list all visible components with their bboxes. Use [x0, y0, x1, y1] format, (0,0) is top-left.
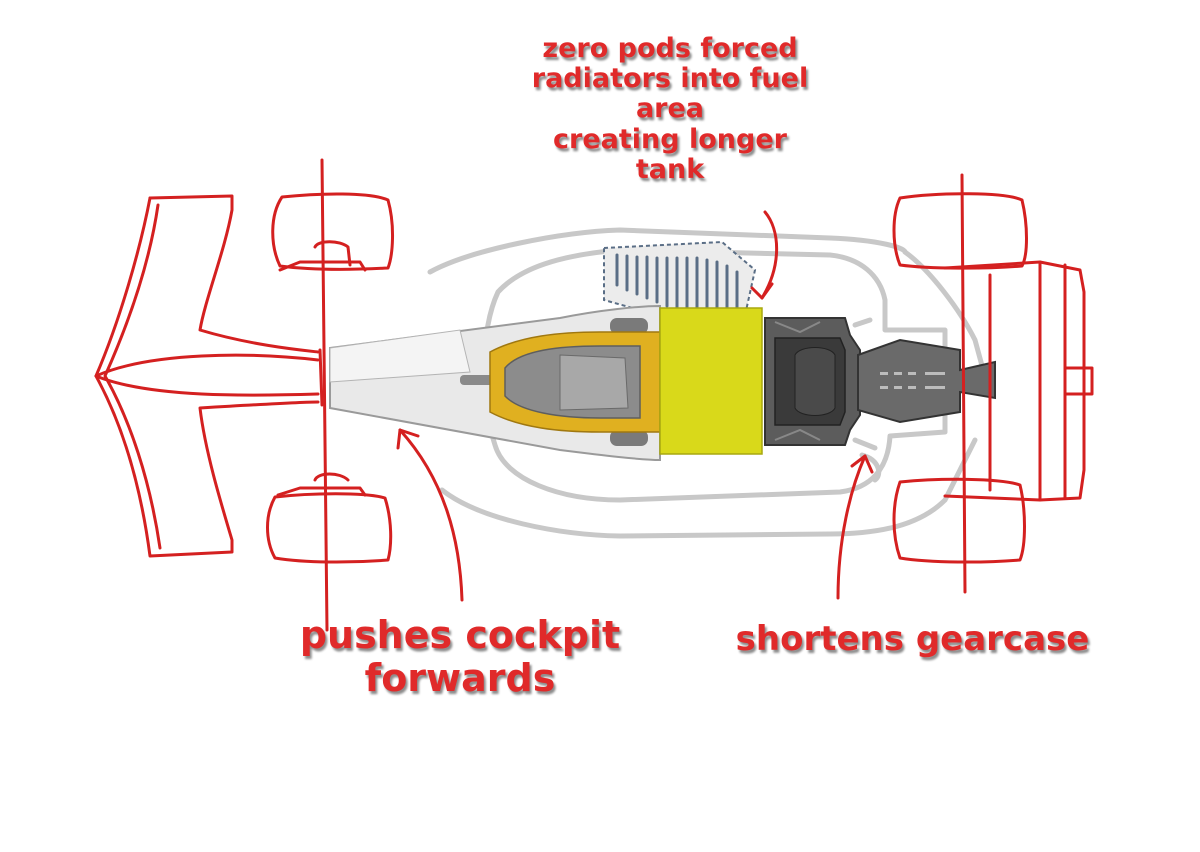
fuel-tank — [659, 307, 763, 455]
annotation-radiators: zero pods forced radiators into fuel are… — [500, 33, 840, 185]
annotation-radiators-line-2: radiators into fuel — [531, 63, 809, 95]
annotation-cockpit-line-1: pushes cockpit — [299, 613, 621, 657]
red-sketch — [94, 158, 1094, 632]
annotation-gearcase: shortens gearcase — [735, 619, 1090, 659]
cockpit — [489, 331, 661, 433]
annotation-radiators-line-4: creating longer — [553, 123, 787, 155]
annotation-cockpit-line-2: forwards — [364, 655, 556, 700]
annotation-radiators-line-1: zero pods forced — [542, 33, 798, 64]
gearbox — [764, 317, 996, 446]
annotation-cockpit: pushes cockpit forwards — [270, 614, 650, 699]
annotation-radiators-line-5: tank — [635, 153, 705, 185]
annotation-radiators-line-3: area — [635, 93, 705, 125]
